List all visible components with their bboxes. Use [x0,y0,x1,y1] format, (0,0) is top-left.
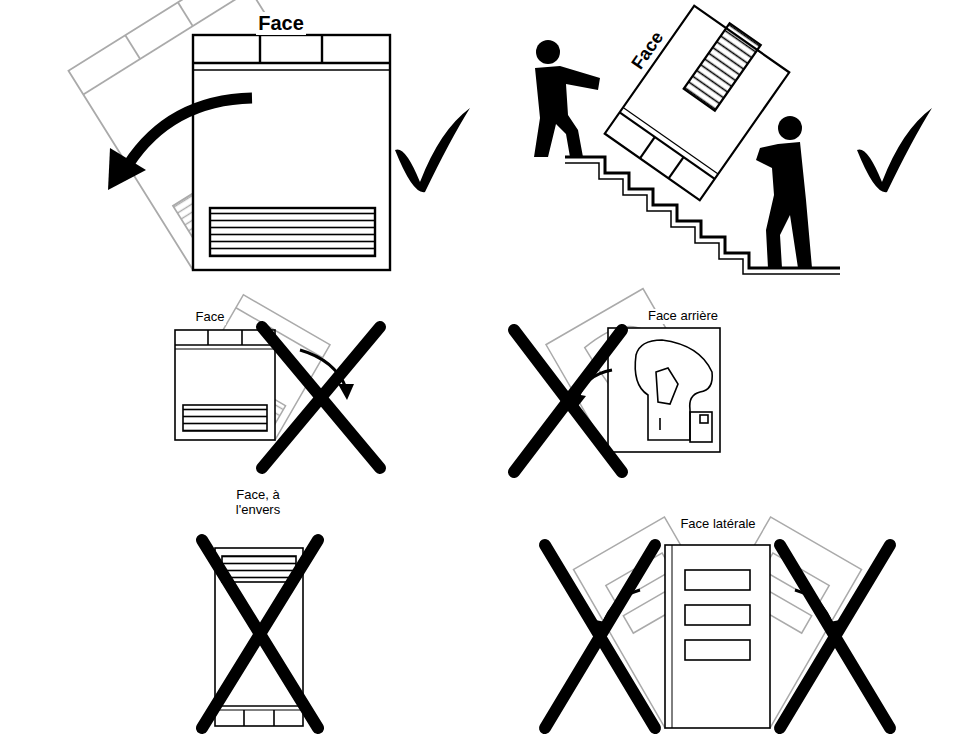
arrow-head [108,148,146,190]
cross-mark [262,327,380,468]
cross-mark [545,545,890,728]
person-bottom [756,116,812,268]
check-mark [395,108,470,192]
cross-mark [514,330,622,472]
cross-mark [202,540,318,728]
front-dryer [193,35,390,270]
person-top [534,40,600,157]
view-label: Face [256,12,306,35]
tilt-arrow [128,98,252,165]
view-label: Face arrière [646,309,720,324]
carried-dryer [605,1,793,200]
back-dryer [608,328,720,452]
side-dryer [665,545,770,728]
view-label: Face [194,310,227,325]
front-dryer [175,330,275,440]
view-label: Face latérale [678,517,757,532]
arrow-head [338,384,354,400]
check-mark [857,108,932,192]
view-label: Face, à l'envers [221,488,295,518]
